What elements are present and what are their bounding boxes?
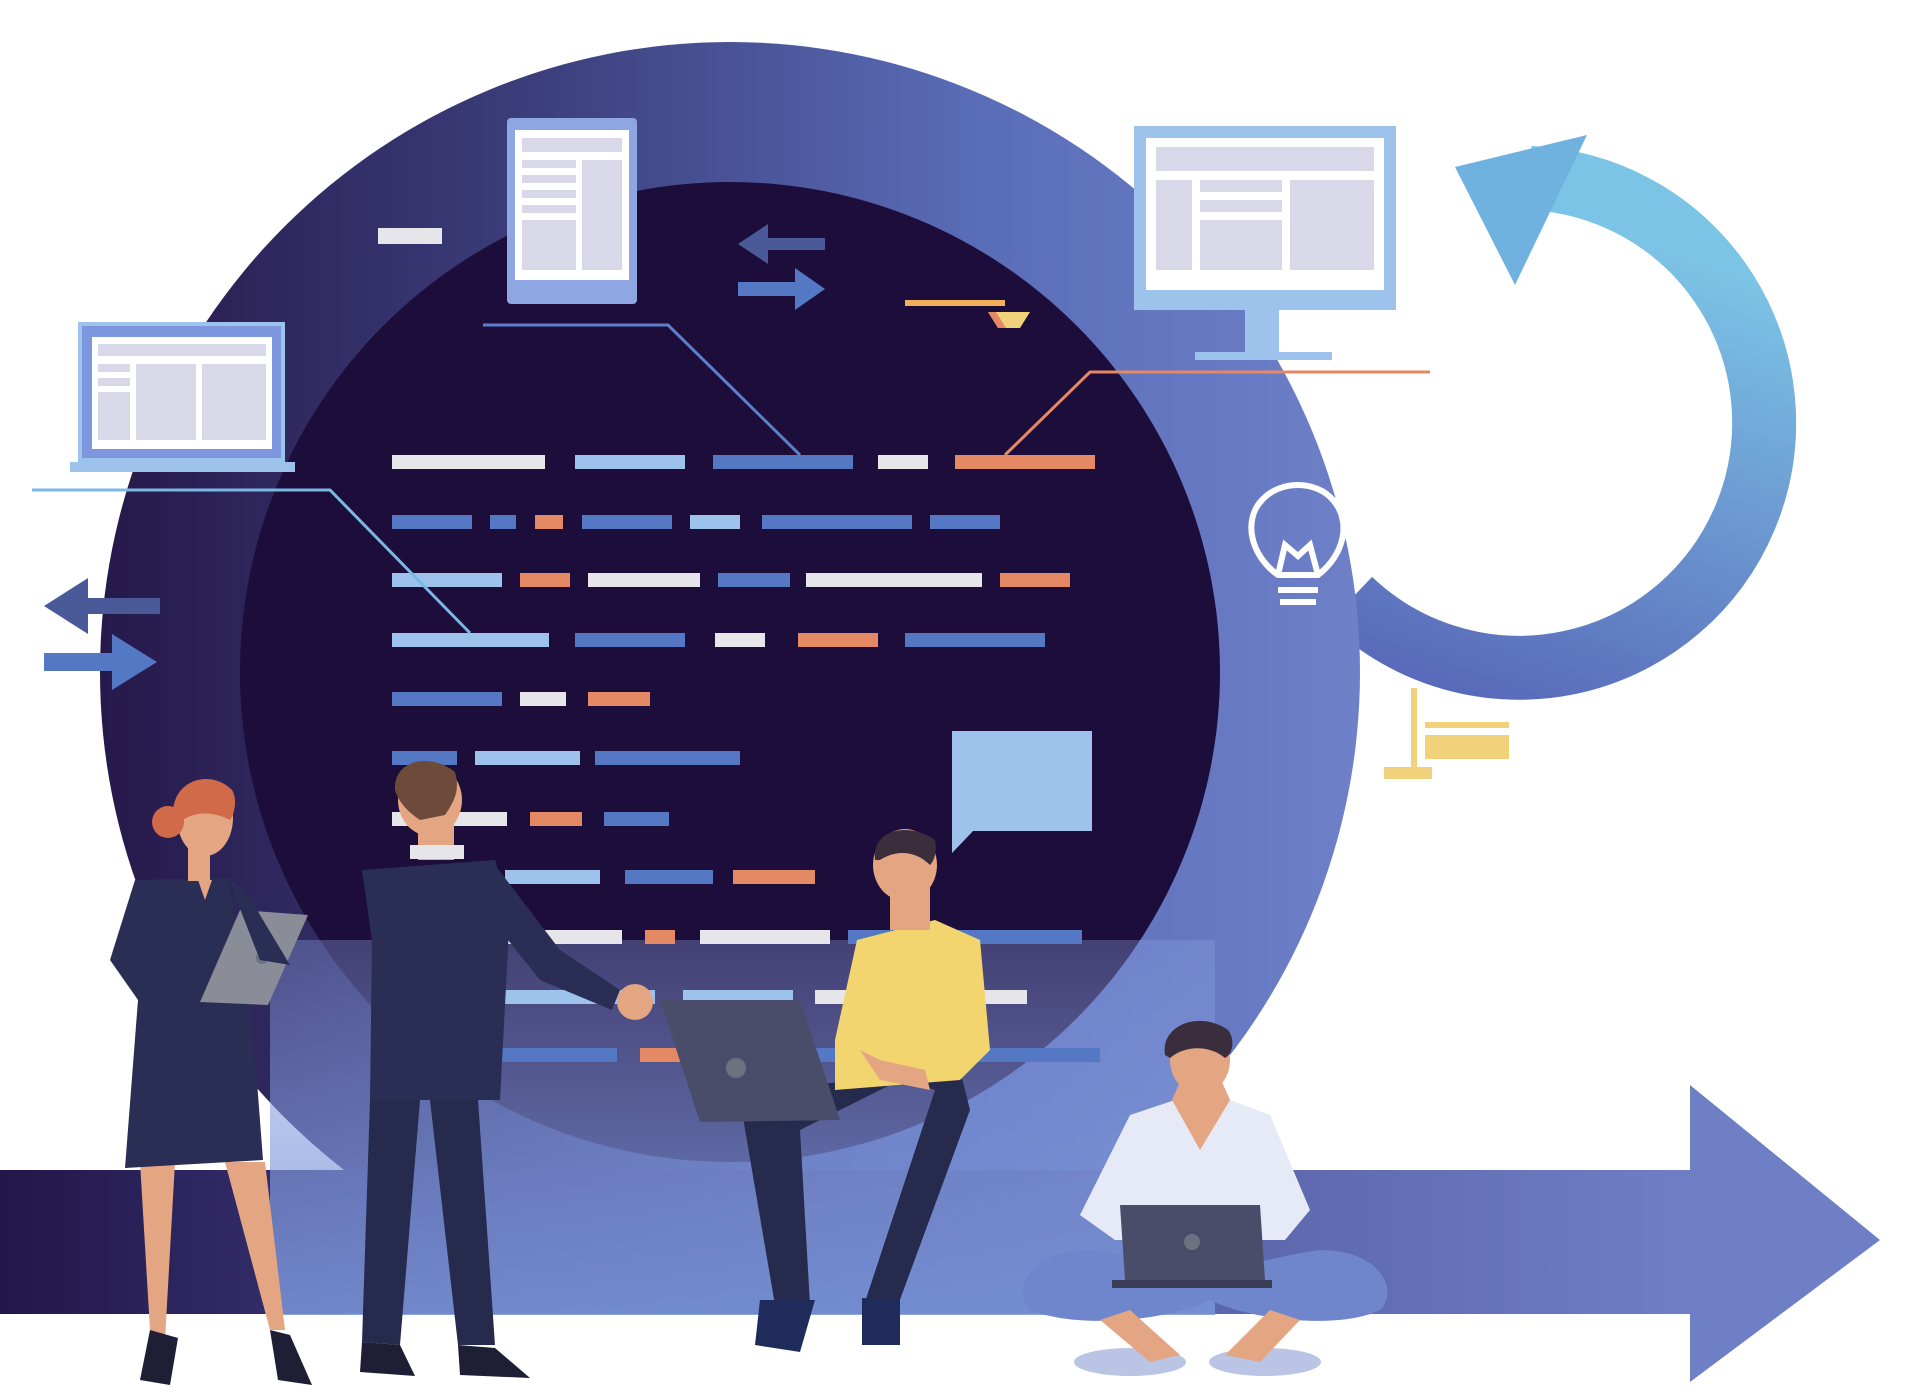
small-dash (378, 228, 442, 244)
monitor-icon (1134, 126, 1396, 360)
tablet-icon (507, 118, 637, 304)
lightbulb-icon (1248, 482, 1347, 605)
speech-bubble-icon (952, 731, 1092, 853)
man-cross-legged-with-laptop (1022, 1020, 1388, 1376)
cycle-arrow-icon (1327, 135, 1797, 700)
man-sitting-with-laptop (660, 829, 990, 1352)
laptop-icon (70, 322, 295, 472)
left-swap-arrows-icon (44, 578, 160, 690)
woman-with-tablet (110, 779, 312, 1385)
man-in-suit-pointing (360, 760, 653, 1378)
gold-marks (905, 300, 1030, 328)
connector-lines (32, 323, 1430, 635)
swap-arrows-icon (738, 224, 825, 310)
gold-chart-marks (1384, 688, 1509, 779)
